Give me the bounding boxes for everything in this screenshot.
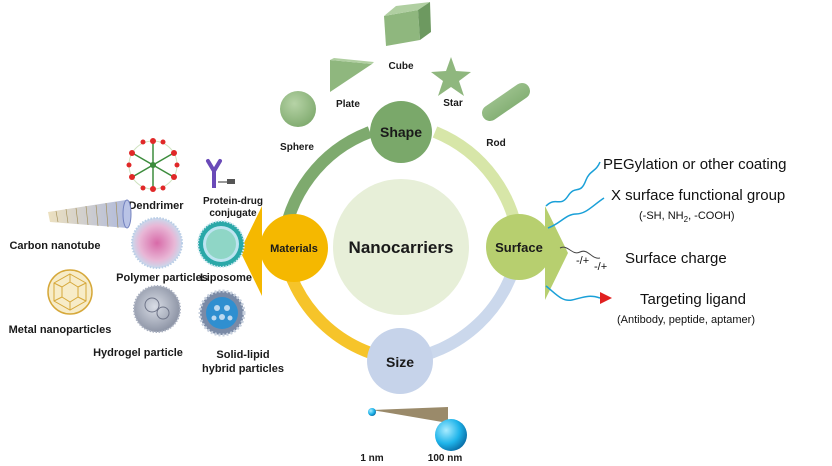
carbon-nanotube-label: Carbon nanotube xyxy=(9,240,100,252)
solid-lipid-hybrid-icon xyxy=(198,289,246,337)
size-small-dot-icon xyxy=(368,408,376,416)
carbon-nanotube-icon xyxy=(48,199,132,229)
cube-label: Cube xyxy=(389,61,414,72)
liposome-icon xyxy=(197,220,245,268)
size-node-label: Size xyxy=(386,354,414,370)
solid-lipid-label-2: hybrid particles xyxy=(202,363,284,375)
functional-group-label: X surface functional group xyxy=(611,187,785,204)
sphere-label: Sphere xyxy=(280,142,314,153)
functional-group-wave-icon xyxy=(547,197,605,229)
surface-node[interactable] xyxy=(486,214,552,280)
rod-icon xyxy=(482,83,530,121)
protein-drug-icon xyxy=(206,159,235,188)
size-small-label: 1 nm xyxy=(360,453,383,464)
hydrogel-particle-label: Hydrogel particle xyxy=(93,347,183,359)
surface-charge-label: Surface charge xyxy=(625,250,727,267)
charge-sign-a: -/+ xyxy=(576,255,589,267)
protein-drug-label-1: Protein-drug xyxy=(203,196,263,207)
surface-charge-wave-icon xyxy=(559,246,601,259)
ring-arrowhead-surface xyxy=(545,206,568,300)
metal-nanoparticles-label: Metal nanoparticles xyxy=(9,324,112,336)
dendrimer-icon xyxy=(126,138,180,192)
plate-icon xyxy=(330,58,374,92)
cube-icon xyxy=(384,2,431,46)
peg-label: PEGylation or other coating xyxy=(603,156,786,173)
size-node[interactable] xyxy=(367,328,433,394)
plate-label: Plate xyxy=(336,99,360,110)
ring-arrowhead-materials xyxy=(240,206,262,296)
hydrogel-particle-icon xyxy=(133,285,181,333)
solid-lipid-label-1: Solid-lipid xyxy=(216,349,269,361)
dendrimer-label: Dendrimer xyxy=(128,200,184,212)
peg-wave-icon xyxy=(545,161,601,207)
targeting-ligand-label: Targeting ligand xyxy=(640,291,746,308)
charge-sign-b: -/+ xyxy=(594,261,607,273)
size-large-ball-icon xyxy=(435,419,467,451)
targeting-ligand-sub: (Antibody, peptide, aptamer) xyxy=(617,314,755,326)
targeting-ligand-arrow-icon xyxy=(600,292,612,304)
polymer-particles-label: Polymer particles xyxy=(116,272,208,284)
targeting-ligand-wave-icon xyxy=(545,285,601,302)
center-title: Nanocarriers xyxy=(349,238,454,257)
liposome-label: Liposome xyxy=(200,272,252,284)
sphere-icon xyxy=(280,91,316,127)
shape-node-label: Shape xyxy=(380,124,422,140)
size-large-label: 100 nm xyxy=(428,453,463,464)
center-circle xyxy=(333,179,469,315)
materials-node-label: Materials xyxy=(270,243,318,255)
size-scale-wedge xyxy=(372,407,448,423)
functional-group-sub: (-SH, NH2, -COOH) xyxy=(639,210,735,224)
materials-node[interactable] xyxy=(260,214,328,282)
star-icon xyxy=(431,57,471,96)
metal-nanoparticles-icon xyxy=(47,269,93,315)
rod-label: Rod xyxy=(486,138,505,149)
star-label: Star xyxy=(443,98,463,109)
polymer-particles-icon xyxy=(131,217,183,269)
surface-node-label: Surface xyxy=(495,240,543,255)
protein-drug-label-2: conjugate xyxy=(209,208,257,219)
shape-node[interactable] xyxy=(370,101,432,163)
